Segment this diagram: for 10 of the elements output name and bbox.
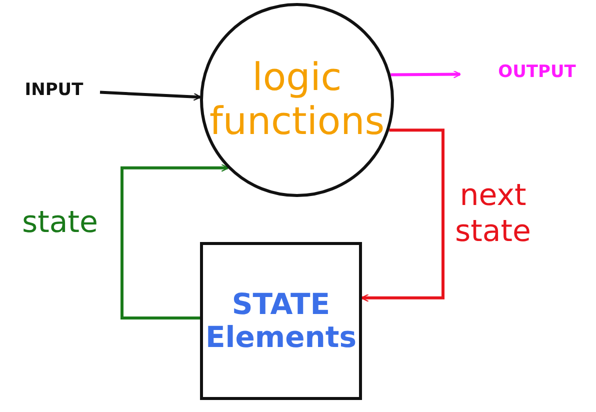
arrow xyxy=(390,70,462,78)
node-text: logic functions xyxy=(208,56,386,144)
arrow xyxy=(360,128,444,302)
output-label: OUTPUT xyxy=(498,63,576,83)
arrow xyxy=(100,90,202,101)
arrow xyxy=(120,164,229,320)
input-label: INPUT xyxy=(24,81,84,101)
logic-circle xyxy=(200,3,394,197)
node-text: STATE Elements xyxy=(204,288,358,354)
state-elements-box xyxy=(200,242,362,400)
